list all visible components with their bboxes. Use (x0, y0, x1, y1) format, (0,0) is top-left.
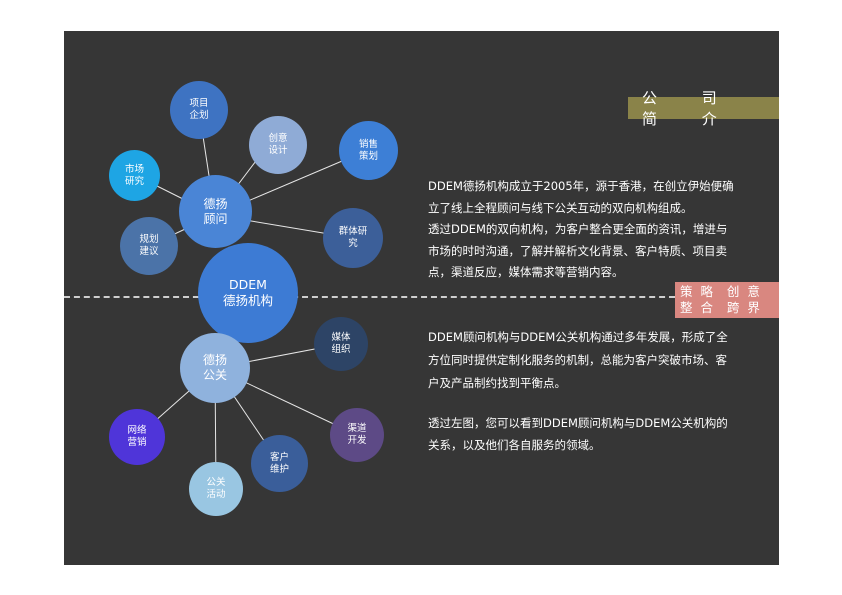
node-online-marketing: 网络 营销 (109, 409, 165, 465)
node-media-organization: 媒体 组织 (314, 317, 368, 371)
node-creative-design: 创意 设计 (249, 116, 307, 174)
node-label: 规划 建议 (139, 234, 159, 257)
text-line: 透过左图，您可以看到DDEM顾问机构与DDEM公关机构的 (428, 416, 728, 430)
node-channel-development: 渠道 开发 (330, 408, 384, 462)
node-label: 客户 维护 (269, 451, 289, 475)
intro-paragraph: DDEM德扬机构成立于2005年，源于香港，在创立伊始便确 立了线上全程顾问与线… (428, 176, 734, 284)
node-label: 创意 设计 (268, 133, 288, 156)
detail-paragraph: DDEM顾问机构与DDEM公关机构通过多年发展，形成了全 方位同时提供定制化服务… (428, 326, 728, 395)
node-sales-planning: 销售 策划 (339, 121, 398, 180)
text-line: DDEM顾问机构与DDEM公关机构通过多年发展，形成了全 (428, 330, 728, 344)
text-line: 户及产品制约找到平衡点。 (428, 376, 566, 390)
node-project-planning: 项目 企划 (170, 81, 228, 139)
text-line: 透过DDEM的双向机构，为客户整合更全面的资讯，增进与 (428, 222, 728, 236)
node-planning-advice: 规划 建议 (120, 217, 178, 275)
node-market-research: 市场 研究 (109, 150, 160, 201)
node-label: 项目 企划 (189, 98, 209, 121)
node-label: 公关 活动 (206, 477, 226, 500)
node-label: 渠道 开发 (347, 423, 367, 446)
company-intro-badge: 公 司 简 介 (628, 89, 779, 128)
node-label: 德扬 顾问 (203, 196, 228, 226)
node-pr: 德扬 公关 (180, 333, 250, 403)
node-client-maintenance: 客户 维护 (251, 435, 308, 492)
badge-title: 公 司 简 介 (642, 89, 737, 128)
text-line: 方位同时提供定制化服务的机制，总能为客户突破市场、客 (428, 353, 727, 367)
node-label: 市场 研究 (124, 163, 144, 187)
node-label: 德扬 公关 (202, 353, 227, 382)
text-line: 立了线上全程顾问与线下公关互动的双向机构组成。 (428, 200, 693, 215)
node-group-research: 群体研 究 (323, 208, 383, 268)
text-line: 点，渠道反应，媒体需求等营销内容。 (428, 265, 624, 279)
text-line: 关系，以及他们各自服务的领域。 (428, 437, 601, 452)
slogan-line-1: 策 略 创 意 (680, 284, 762, 299)
text-line: 市场的时时沟通，了解并解析文化背景、客户特质、项目卖 (428, 243, 727, 258)
node-consulting: 德扬 顾问 (179, 175, 252, 248)
slogan-badge: 策 略 创 意 整 合 跨 界 (675, 282, 779, 318)
dashed-divider (64, 296, 675, 298)
node-label: DDEM 德扬机构 (222, 277, 273, 308)
node-label: 网络 营销 (127, 425, 147, 448)
node-label: 销售 策划 (358, 138, 378, 162)
node-ddem-center: DDEM 德扬机构 (198, 243, 298, 343)
node-label: 媒体 组织 (331, 332, 351, 355)
closing-paragraph: 透过左图，您可以看到DDEM顾问机构与DDEM公关机构的 关系，以及他们各自服务… (428, 413, 728, 456)
slogan-line-2: 整 合 跨 界 (680, 300, 762, 315)
node-label: 群体研 究 (338, 226, 368, 249)
node-pr-activity: 公关 活动 (189, 462, 243, 516)
text-line: DDEM德扬机构成立于2005年，源于香港，在创立伊始便确 (428, 179, 734, 193)
